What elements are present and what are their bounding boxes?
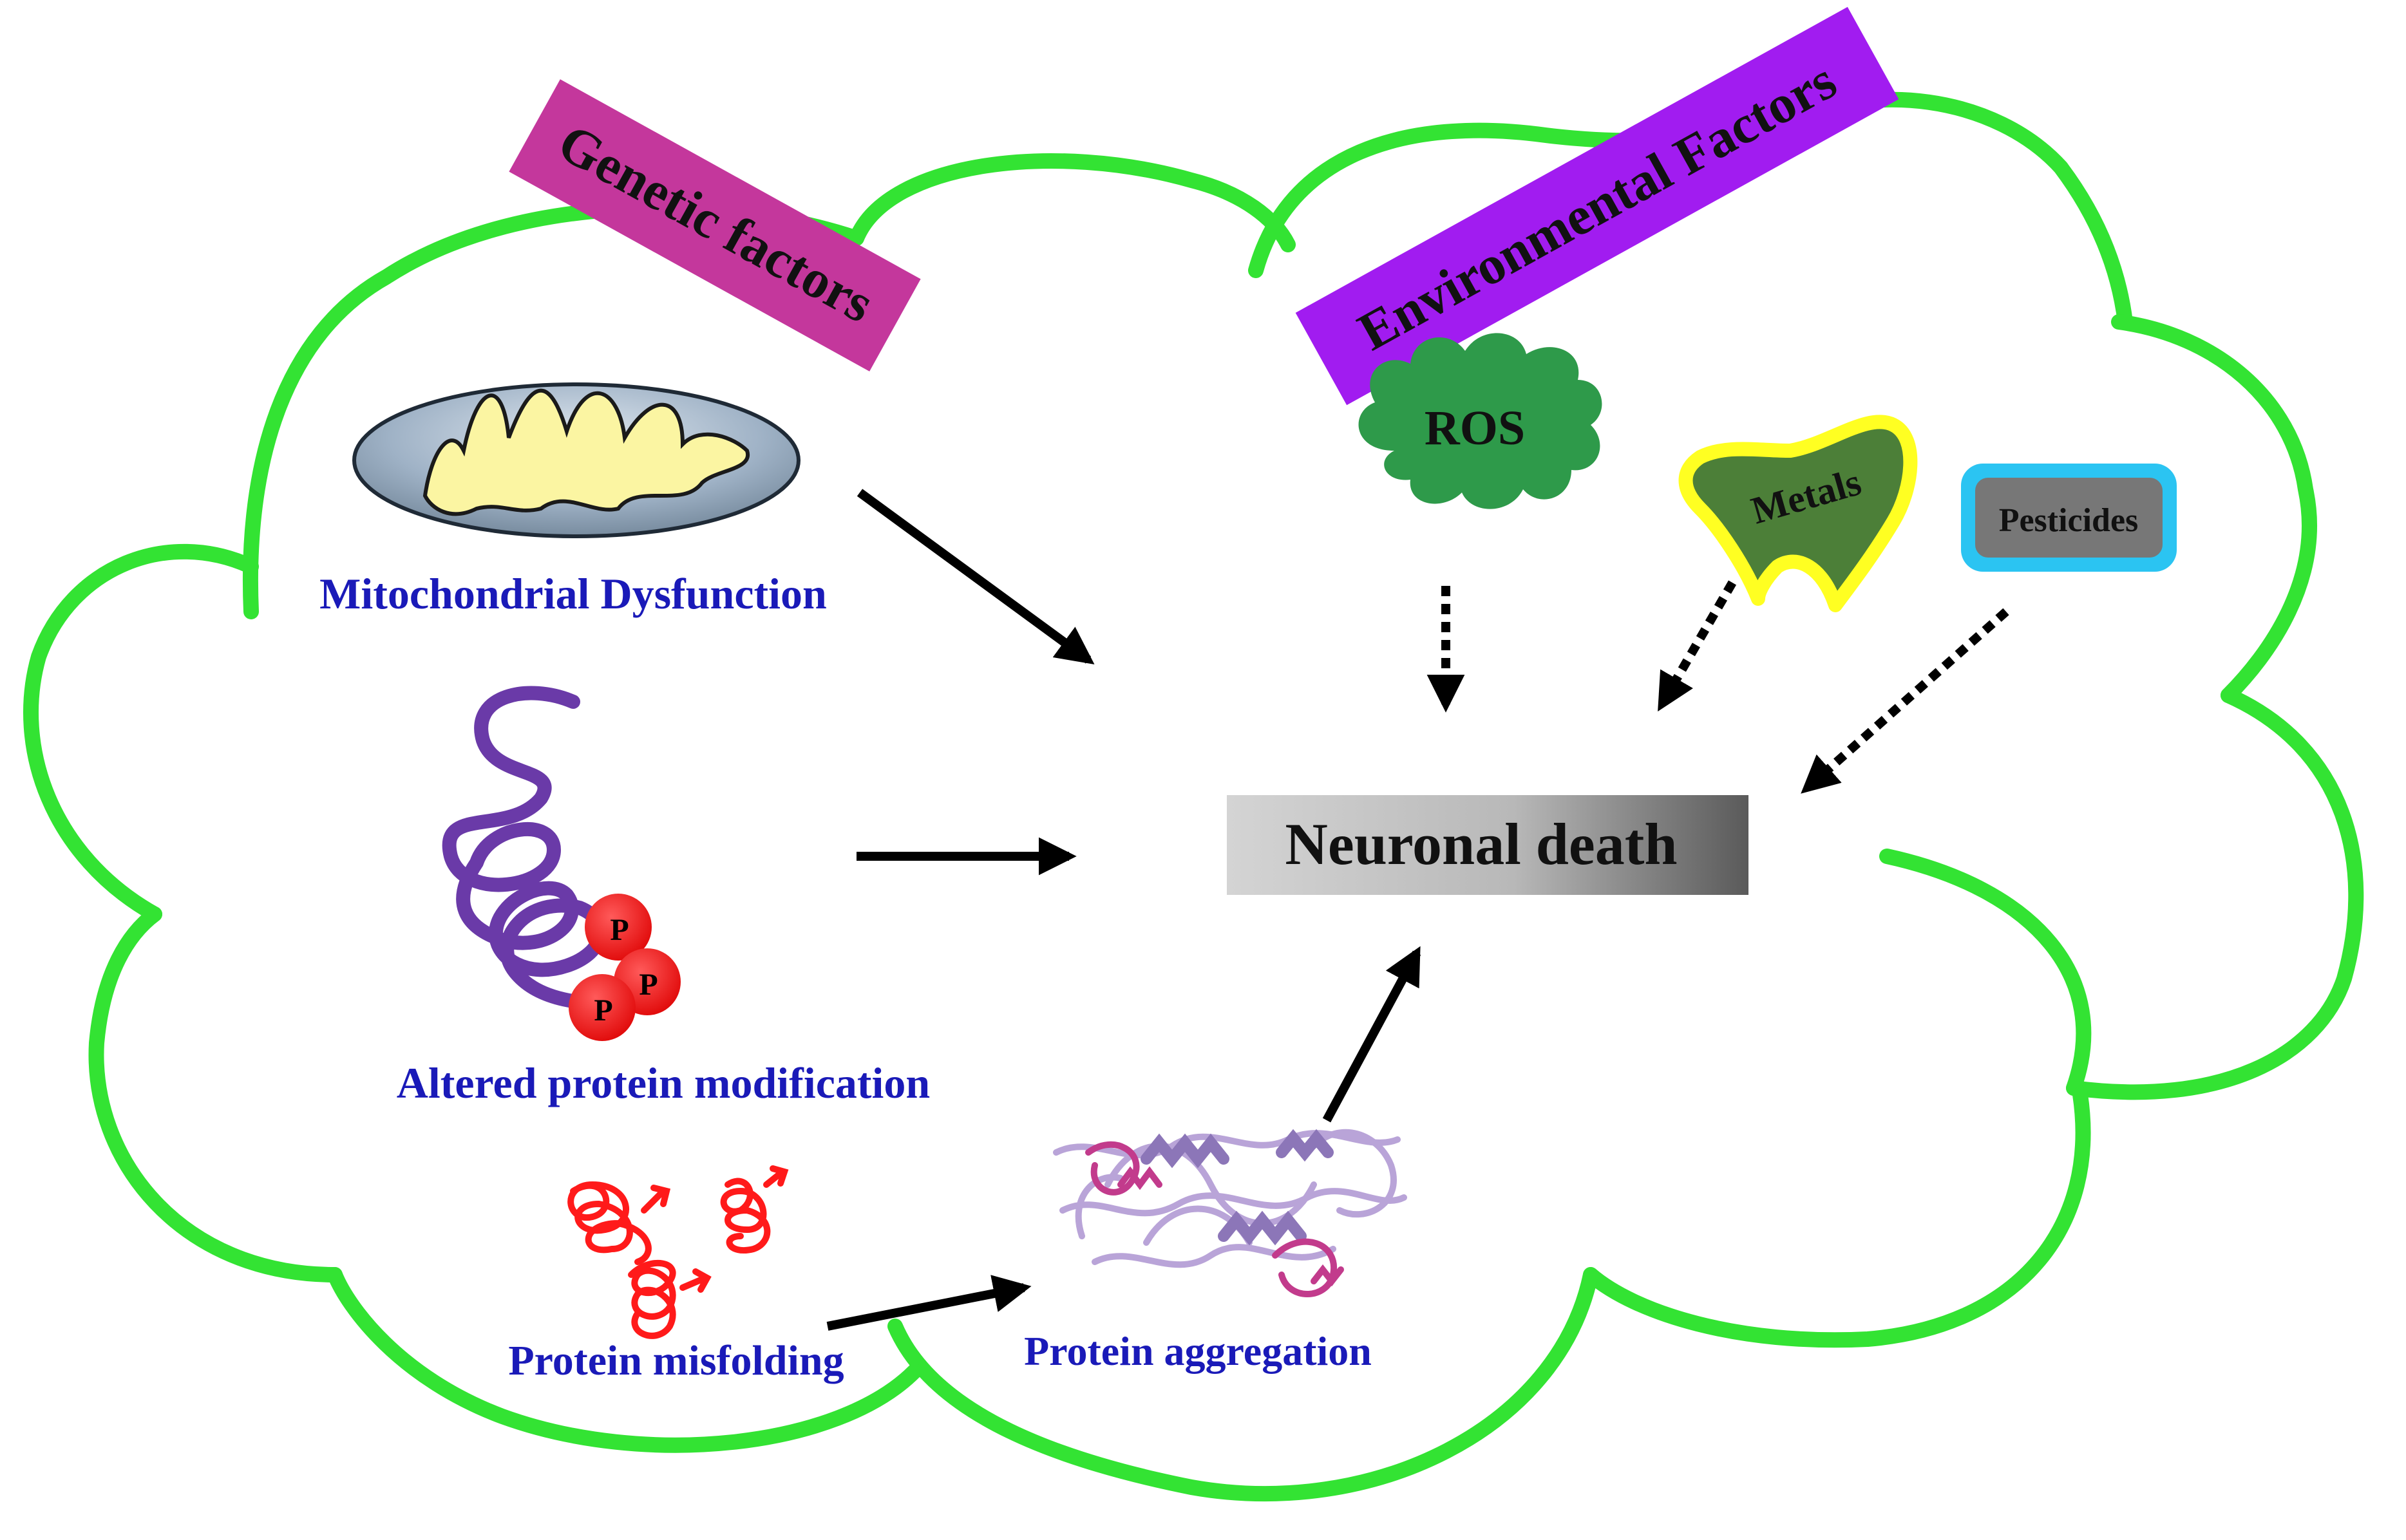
ros-label: ROS: [1425, 401, 1525, 455]
arrow-mitochondria-to-death: [857, 489, 1095, 664]
phosphate-label: P: [639, 968, 658, 1002]
phosphate-ball: [585, 894, 652, 961]
phosphate-label: P: [610, 913, 629, 947]
phosphorylated-protein-icon: P P P: [442, 686, 681, 1041]
arrows: [826, 489, 2009, 1331]
protein-aggregate-icon: [1053, 1129, 1407, 1297]
arrow-misfolding-to-aggregation: [826, 1275, 1032, 1331]
environmental-factors-banner: Environmental Factors: [1295, 6, 1899, 406]
protein-aggregation-label: Protein aggregation: [1024, 1328, 1372, 1374]
neuronal-death-label: Neuronal death: [1285, 811, 1677, 877]
neuronal-death-box: Neuronal death: [1227, 795, 1748, 895]
arrow-metals-to-death: [1657, 580, 1737, 712]
misfolded-protein-icon: [567, 1165, 789, 1339]
protein-coil: [442, 686, 638, 1011]
mitochondrial-dysfunction-label: Mitochondrial Dysfunction: [319, 569, 827, 618]
cloud-outline: [23, 91, 2364, 1502]
phosphate-label: P: [594, 993, 612, 1028]
environmental-factors-label: Environmental Factors: [1349, 50, 1846, 362]
ros-cloud-icon: ROS: [1358, 333, 1602, 509]
metals-icon: Metals: [1678, 415, 1918, 612]
pesticides-label: Pesticides: [1999, 502, 2139, 539]
altered-protein-modification-label: Altered protein modification: [397, 1058, 931, 1107]
mitochondrion-icon: [352, 382, 800, 538]
phosphate-ball: [569, 974, 636, 1041]
arrow-pesticides-to-death: [1801, 608, 2009, 794]
pesticides-icon: Pesticides: [1961, 464, 2177, 572]
protein-misfolding-label: Protein misfolding: [508, 1337, 844, 1384]
arrow-aggregation-to-death: [1322, 946, 1421, 1123]
